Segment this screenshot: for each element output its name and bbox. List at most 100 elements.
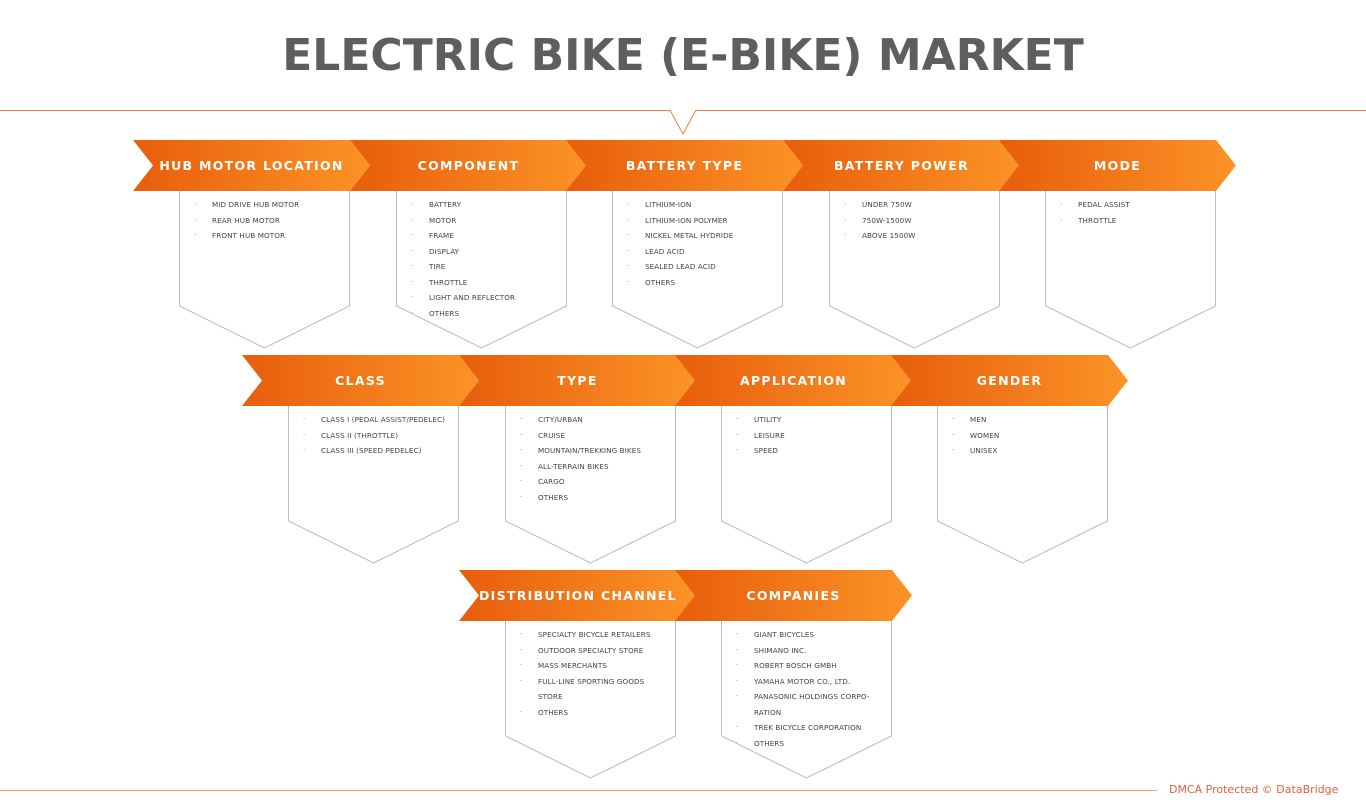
bullet-icon: · (520, 446, 523, 454)
segment-header-component: COMPONENT (350, 140, 587, 191)
segment-list-item: ·SHIMANO INC. (721, 643, 892, 659)
segment-header-application: APPLICATION (675, 355, 912, 406)
bullet-icon: · (411, 231, 414, 239)
segment-item-text: FRAME (429, 231, 454, 240)
bullet-icon: · (952, 430, 955, 439)
segment-list-item: ·MID DRIVE HUB MOTOR (179, 197, 350, 213)
segment-item-text: GIANT BICYCLES (754, 630, 815, 639)
segment-item-text: DISPLAY (429, 246, 460, 256)
bullet-icon: · (411, 308, 414, 317)
segment-panel-mode: ·PEDAL ASSIST· THROTTLE (1045, 191, 1216, 351)
segment-item-text: SPECIALTY BICYCLE RETAILERS (538, 630, 651, 639)
segment-item-text: LEISURE (754, 430, 785, 440)
bullet-icon: · (627, 277, 630, 286)
segment-panel-application: · UTILITY · LEISURE ·SPEED (721, 406, 892, 566)
bullet-icon: · (736, 692, 739, 700)
segment-panel-class: · CLASS I (PEDAL ASSIST/PEDELEC) · CLASS II… (288, 406, 459, 566)
bullet-icon: · (1060, 200, 1063, 208)
bullet-icon: · (844, 231, 847, 239)
bullet-icon: · (411, 200, 414, 208)
segment-item-text: 750W-1500W (862, 215, 912, 225)
segment-item-text: PANASONIC HOLDINGS CORPO- (754, 692, 870, 701)
bullet-icon: · (303, 446, 306, 454)
segment-list-item: ·MASS MERCHANTS (505, 658, 676, 674)
bullet-icon: · (627, 231, 630, 239)
segment-panel-companies: ·GIANT BICYCLES·SHIMANO INC.·ROBERT BOSC… (721, 621, 892, 781)
segment-list-item: · UTILITY (721, 412, 892, 428)
segment-panel-battery-power: ·UNDER 750W·750W-1500W·ABOVE 1500W (829, 191, 1000, 351)
segment-item-text: UTILITY (754, 415, 782, 424)
segment-list-item: ·SPECIALTY BICYCLE RETAILERS (505, 627, 676, 643)
segment-list-item: · MOUNTAIN/TREKKING BIKES (505, 443, 676, 459)
segment-list-item: ·FULL-LINE SPORTING GOODS (505, 674, 676, 690)
segment-item-text: UNDER 750W (862, 200, 912, 209)
segment-title: HUB MOTOR LOCATION (159, 158, 344, 173)
segment-item-text: OTHERS (429, 308, 460, 318)
bullet-icon: · (736, 645, 739, 654)
segment-item-text: LITHIUM-ION POLYMER (645, 215, 728, 225)
bullet-icon: · (736, 661, 739, 669)
bullet-icon: · (627, 215, 630, 224)
bullet-icon: · (411, 262, 414, 270)
bullet-icon: · (736, 738, 739, 747)
segment-item-text: CLASS II (THROTTLE) (321, 430, 399, 440)
segment-list: ·SPECIALTY BICYCLE RETAILERS·OUTDOOR SPE… (505, 627, 676, 720)
segment-panel-distribution-channel: ·SPECIALTY BICYCLE RETAILERS·OUTDOOR SPE… (505, 621, 676, 781)
segment-item-text: THROTTLE (1078, 215, 1117, 225)
segment-list-item: ·SPEED (721, 443, 892, 459)
segment-list-item: RATION (721, 705, 892, 721)
bullet-icon: · (303, 430, 306, 439)
segment-item-text: ROBERT BOSCH GMBH (754, 661, 837, 670)
segment-item-text: LIGHT AND REFLECTOR (429, 293, 516, 302)
segment-list-item: ·CARGO (505, 474, 676, 490)
bullet-icon: · (411, 277, 414, 286)
bullet-icon: · (627, 246, 630, 255)
footer-copyright: DMCA Protected © DataBridge (1169, 783, 1339, 796)
bullet-icon: · (736, 446, 739, 454)
segment-header-distribution-channel: DISTRIBUTION CHANNEL (459, 570, 696, 621)
bullet-icon: · (520, 430, 523, 439)
segment-title: COMPONENT (417, 158, 520, 173)
segment-list-item: · OTHERS (396, 306, 567, 322)
segment-list-item: ·ALL-TERRAIN BIKES (505, 459, 676, 475)
segment-item-text: REAR HUB MOTOR (212, 215, 280, 225)
segment-item-text: OTHERS (538, 707, 569, 717)
segment-item-text: OTHERS (645, 277, 676, 287)
segment-title: GENDER (976, 373, 1043, 388)
segment-list-item: ·GIANT BICYCLES (721, 627, 892, 643)
segment-item-text: MASS MERCHANTS (538, 661, 607, 670)
segment-list-item: · FRAME (396, 228, 567, 244)
segment-item-text: OUTDOOR SPECIALTY STORE (538, 645, 644, 655)
bullet-icon: · (952, 415, 955, 423)
segment-title: BATTERY TYPE (625, 158, 744, 173)
segment-list-item: ·THROTTLE (396, 275, 567, 291)
bullet-icon: · (952, 446, 955, 454)
segment-item-text: ALL-TERRAIN BIKES (538, 461, 609, 471)
segment-list-item: ·SEALED LEAD ACID (612, 259, 783, 275)
segment-list: ·GIANT BICYCLES·SHIMANO INC.·ROBERT BOSC… (721, 627, 892, 751)
segment-list-item: ·LITHIUM-ION (612, 197, 783, 213)
segment-item-text: CLASS III (SPEED PEDELEC) (321, 446, 422, 455)
segment-list-item: ·CITY/URBAN (505, 412, 676, 428)
segment-item-text: CLASS I (PEDAL ASSIST/PEDELEC) (321, 415, 446, 424)
segment-list-item: ·OUTDOOR SPECIALTY STORE (505, 643, 676, 659)
segment-item-text: MOUNTAIN/TREKKING BIKES (538, 446, 642, 455)
bullet-icon: · (520, 415, 523, 423)
segment-title: COMPANIES (746, 588, 841, 603)
bullet-icon: · (736, 723, 739, 731)
segment-list-item: ·OTHERS (505, 490, 676, 506)
header-notch-icon (669, 110, 697, 136)
segment-item-text: STORE (538, 692, 563, 701)
segment-list-item: · LITHIUM-ION POLYMER (612, 213, 783, 229)
bullet-icon: · (736, 676, 739, 685)
segment-panel-gender: ·MEN·WOMEN·UNISEX (937, 406, 1108, 566)
bullet-icon: · (736, 415, 739, 423)
segment-list: ·UNDER 750W·750W-1500W·ABOVE 1500W (829, 197, 1000, 244)
segment-header-gender: GENDER (891, 355, 1128, 406)
segment-panel-component: ·BATTERY·MOTOR·FRAME·DISPLAY·TIRE·THROTT… (396, 191, 567, 351)
segment-list-item: ·PEDAL ASSIST (1045, 197, 1216, 213)
bullet-icon: · (303, 415, 306, 423)
segment-list-item: ·DISPLAY (396, 244, 567, 260)
page-title: ELECTRIC BIKE (E-BIKE) MARKET (282, 30, 1084, 81)
segment-list: ·CITY/URBAN·CRUISE·MOUNTAIN/TREKKING BIK… (505, 412, 676, 505)
